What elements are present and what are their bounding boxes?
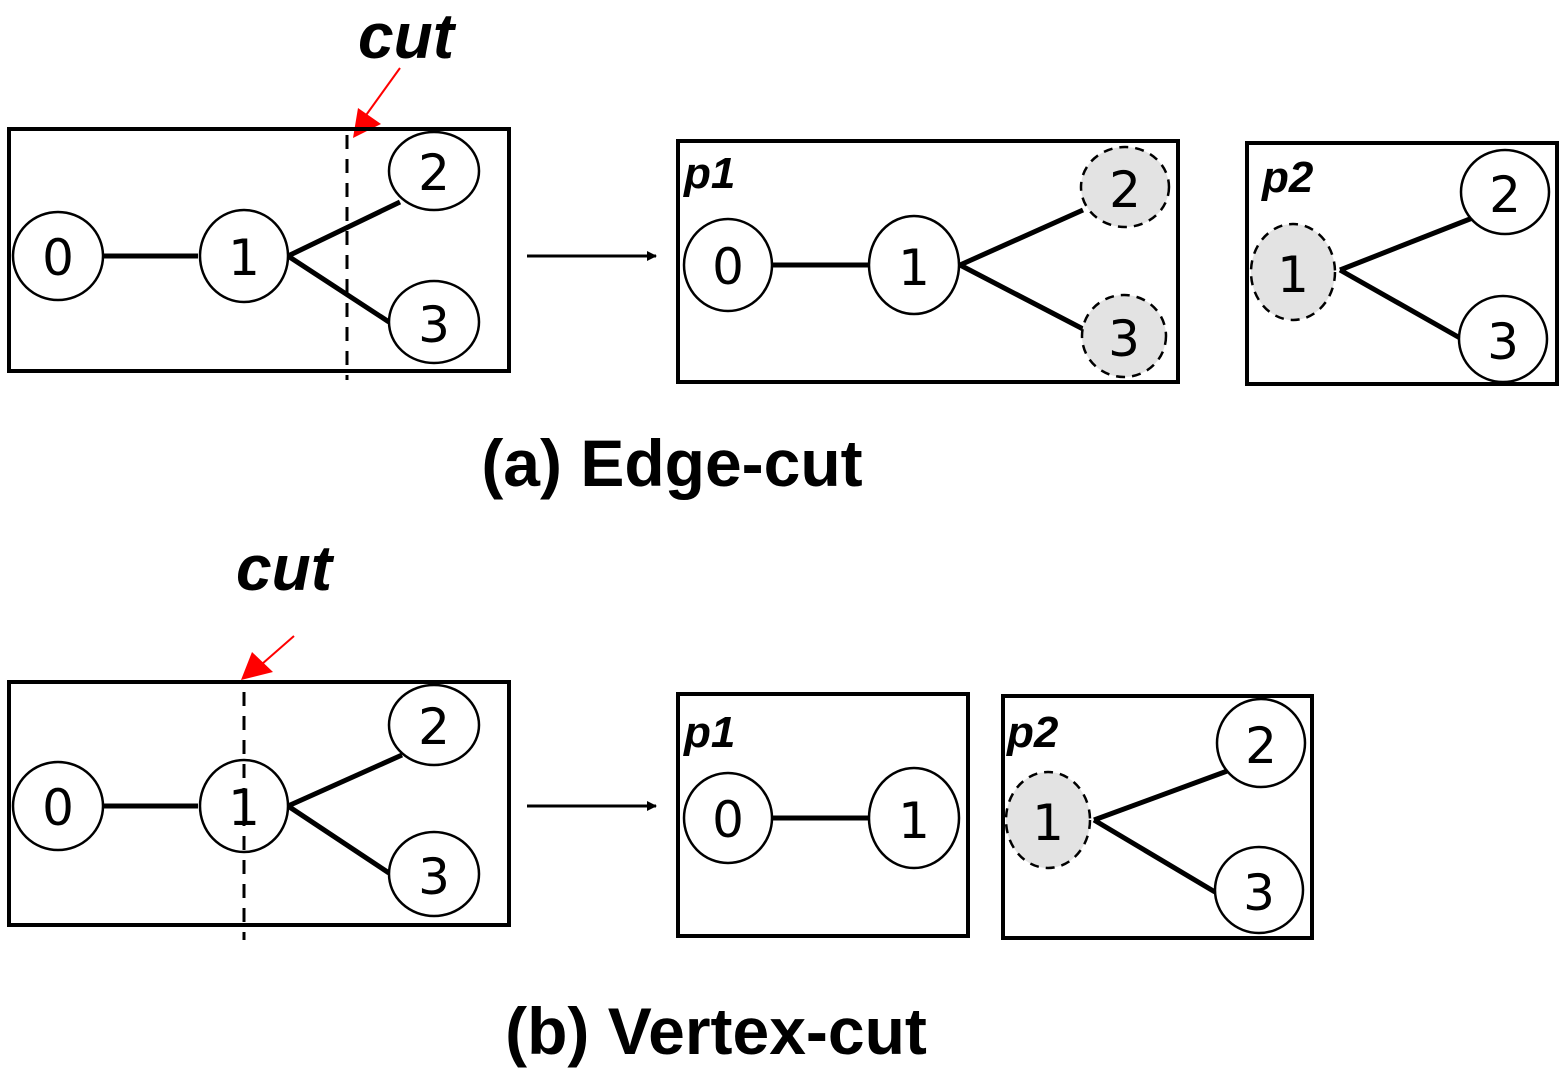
node: 1 [198, 208, 290, 304]
edge-1-2 [1339, 214, 1476, 273]
node: 3 [1213, 845, 1305, 935]
node: 1 [867, 214, 961, 316]
svg-text:1: 1 [898, 239, 930, 297]
partition-label: p2 [1261, 153, 1314, 202]
node: 2 [387, 130, 481, 212]
svg-text:2: 2 [1245, 717, 1277, 775]
edge-1-2 [1093, 767, 1231, 823]
edge-1-3 [958, 262, 1087, 333]
edge-1-3 [286, 803, 391, 876]
cut-arrow-icon [363, 67, 401, 119]
svg-text:0: 0 [42, 779, 74, 837]
replica-node: 3 [1080, 293, 1168, 379]
cut-arrowhead-icon [241, 652, 273, 680]
svg-text:3: 3 [418, 848, 450, 906]
svg-text:2: 2 [1109, 161, 1141, 219]
edge-1-2 [958, 207, 1085, 268]
partition-p1: p1 0 1 2 3 [676, 139, 1180, 384]
node: 3 [387, 830, 481, 918]
original-graph: 0 1 2 3 [7, 680, 511, 940]
svg-text:0: 0 [712, 791, 744, 849]
cut-arrow-icon [261, 635, 295, 665]
svg-text:1: 1 [228, 779, 260, 837]
replica-node: 1 [1004, 770, 1092, 870]
node: 0 [682, 771, 774, 865]
node: 1 [867, 766, 961, 870]
node: 0 [682, 217, 774, 313]
svg-text:2: 2 [418, 698, 450, 756]
svg-text:1: 1 [898, 792, 930, 850]
svg-text:1: 1 [1032, 794, 1064, 852]
svg-text:3: 3 [1487, 313, 1519, 371]
vertex-cut-section: cut 0 1 2 3 [7, 532, 1314, 1068]
graph-box [7, 127, 511, 373]
caption-vertex-cut: (b) Vertex-cut [505, 994, 927, 1068]
graph-box [7, 680, 511, 927]
edge-1-3 [1338, 267, 1462, 341]
partition-box [676, 692, 970, 938]
original-graph: 0 1 2 3 [7, 127, 511, 380]
svg-text:1: 1 [228, 229, 260, 287]
edge-1-2 [286, 199, 402, 259]
svg-text:3: 3 [1108, 310, 1140, 368]
node: 0 [11, 210, 105, 302]
partition-p1: p1 0 1 [676, 692, 970, 938]
partition-box [1245, 141, 1559, 386]
edge-1-3 [1092, 817, 1217, 895]
node: 0 [11, 760, 105, 852]
svg-text:3: 3 [1243, 864, 1275, 922]
svg-text:2: 2 [418, 144, 450, 202]
node: 2 [387, 683, 481, 767]
cut-label: cut [236, 532, 335, 604]
edge-1-2 [286, 752, 404, 809]
partition-p2: p2 1 2 3 [1001, 694, 1314, 940]
edge-1-3 [286, 253, 391, 325]
svg-text:0: 0 [712, 238, 744, 296]
partition-p2: p2 1 2 3 [1245, 141, 1559, 386]
partition-box [676, 139, 1180, 384]
node: 2 [1215, 697, 1307, 789]
node: 1 [198, 758, 290, 854]
edge-cut-section: cut 0 1 2 3 [7, 0, 1559, 500]
node: 3 [1457, 294, 1549, 384]
svg-text:1: 1 [1277, 246, 1309, 304]
svg-text:0: 0 [42, 229, 74, 287]
partition-label: p2 [1006, 708, 1059, 757]
svg-text:2: 2 [1489, 166, 1521, 224]
node: 2 [1459, 148, 1551, 236]
partition-label: p1 [683, 149, 735, 198]
svg-text:3: 3 [418, 296, 450, 354]
replica-node: 1 [1249, 222, 1337, 322]
partition-label: p1 [683, 708, 735, 757]
replica-node: 2 [1079, 145, 1171, 229]
partition-box [1001, 694, 1314, 940]
caption-edge-cut: (a) Edge-cut [481, 426, 862, 500]
node: 3 [387, 279, 481, 365]
cut-label: cut [358, 0, 457, 72]
